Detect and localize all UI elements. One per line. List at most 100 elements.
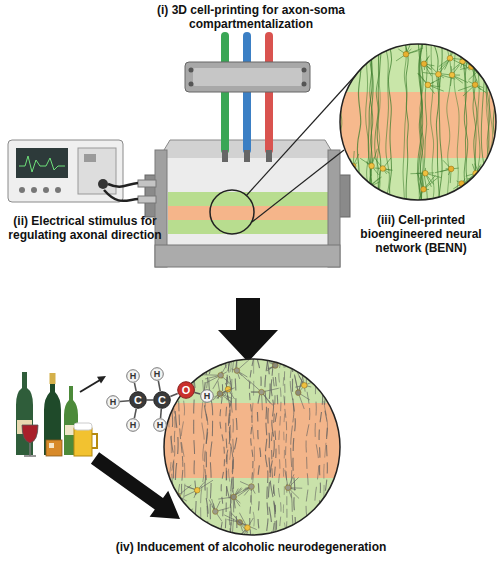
- alcohol-beverages: [50, 373, 56, 384]
- cell-printer: [189, 68, 194, 73]
- degenerated-texture: [213, 509, 219, 515]
- degenerated-texture: [259, 389, 265, 395]
- electrical-stimulator: [108, 183, 138, 187]
- atom-node: O: [177, 381, 195, 399]
- degenerated-texture: [245, 525, 251, 531]
- culture-bath: [138, 140, 350, 267]
- neural-network-texture: [418, 44, 422, 204]
- atom-node: H: [153, 418, 167, 432]
- degenerated-texture: [163, 355, 340, 551]
- neural-network-texture: [482, 181, 494, 190]
- atom-circle: [107, 396, 120, 409]
- neural-network-texture: [418, 44, 423, 204]
- degenerated-texture: [180, 373, 196, 375]
- atom-circle: [151, 368, 164, 381]
- caption-text: (iii) Cell-printed bioengineered neural …: [350, 213, 492, 255]
- degenerated-texture: [163, 515, 179, 521]
- degenerated-texture: [185, 515, 192, 531]
- bond-line: [170, 393, 177, 396]
- bond-line: [158, 381, 160, 391]
- cell-printer: [243, 36, 251, 150]
- electrical-stimulator: [16, 148, 68, 178]
- atom-symbol: H: [150, 367, 164, 381]
- degenerated-texture: [167, 359, 171, 551]
- neural-network-texture: [481, 44, 486, 204]
- degenerated-texture: [175, 511, 179, 516]
- zoom-inset: [252, 150, 344, 222]
- neural-network-texture: [482, 67, 497, 68]
- neural-network-texture: [472, 82, 478, 88]
- degenerated-texture: [257, 359, 261, 551]
- atom-node: H: [126, 418, 140, 432]
- degenerated-texture: [190, 370, 196, 376]
- caption-text: (ii) Electrical stimulus for regulating …: [4, 214, 166, 242]
- bond-line: [147, 399, 153, 401]
- neural-network-texture: [340, 40, 499, 204]
- degenerated-texture: [177, 372, 183, 378]
- degenerated-texture: [218, 372, 224, 378]
- degenerated-texture: [302, 383, 308, 389]
- pointer-arrow: [97, 376, 106, 384]
- degenerated-texture: [180, 367, 191, 375]
- degenerated-texture: [209, 359, 213, 551]
- atom-symbol: C: [153, 391, 171, 409]
- degenerated-texture: [178, 515, 179, 521]
- neural-network-texture: [425, 82, 431, 88]
- process-arrow: [218, 298, 278, 362]
- atom-node: H: [150, 367, 164, 381]
- degenerated-texture: [179, 514, 188, 515]
- degenerated-texture: [168, 496, 177, 498]
- degenerated-texture: [175, 368, 181, 375]
- degenerated-texture: [173, 359, 178, 551]
- degenerated-texture: [171, 359, 175, 551]
- degenerated-texture: [249, 359, 253, 551]
- alcohol-beverages: [16, 372, 97, 456]
- degenerated-texture: [324, 359, 328, 551]
- culture-bath: [138, 180, 156, 187]
- caption-text: (i) 3D cell-printing for axon-soma compa…: [140, 3, 362, 31]
- atom-node: C: [153, 391, 171, 409]
- atom-circle: [127, 419, 140, 432]
- pointer-arrow: [80, 376, 106, 392]
- cell-printer: [193, 68, 302, 86]
- degenerated-network: [164, 359, 340, 535]
- atom-symbol: H: [153, 418, 167, 432]
- culture-bath: [155, 245, 340, 267]
- neural-network-texture: [369, 177, 382, 187]
- neural-network-texture: [476, 60, 482, 68]
- zoom-inset: [340, 44, 496, 200]
- neural-network-texture: [479, 65, 485, 71]
- degenerated-texture: [278, 359, 281, 551]
- neural-network-texture: [357, 44, 361, 204]
- atom-symbol: O: [177, 381, 195, 399]
- degenerated-texture: [194, 487, 200, 493]
- degenerated-texture: [164, 478, 340, 535]
- neural-network-texture: [420, 44, 423, 204]
- degenerated-texture: [234, 368, 240, 374]
- degenerated-texture: [274, 359, 278, 551]
- degenerated-texture: [163, 496, 178, 505]
- degenerated-texture: [185, 372, 193, 373]
- neural-network-texture: [340, 92, 496, 158]
- degenerated-texture: [171, 359, 175, 551]
- neural-network-texture: [368, 44, 373, 204]
- atom-node: H: [126, 369, 140, 383]
- process-arrow: [218, 298, 278, 362]
- degenerated-texture: [319, 359, 323, 551]
- bond-line: [160, 409, 162, 418]
- atom-symbol: H: [126, 369, 140, 383]
- neural-network-texture: [403, 44, 407, 204]
- degenerated-texture: [217, 391, 223, 397]
- electrical-stimulator: [98, 179, 108, 189]
- degenerated-texture: [251, 359, 254, 551]
- culture-bath: [138, 196, 156, 203]
- alcohol-beverages: [92, 434, 97, 448]
- atom-node: H: [200, 389, 214, 403]
- degenerated-texture: [178, 507, 179, 515]
- neural-network-texture: [368, 44, 372, 204]
- degenerated-texture: [181, 510, 185, 514]
- neural-network-texture: [489, 44, 493, 204]
- degenerated-texture: [284, 359, 287, 551]
